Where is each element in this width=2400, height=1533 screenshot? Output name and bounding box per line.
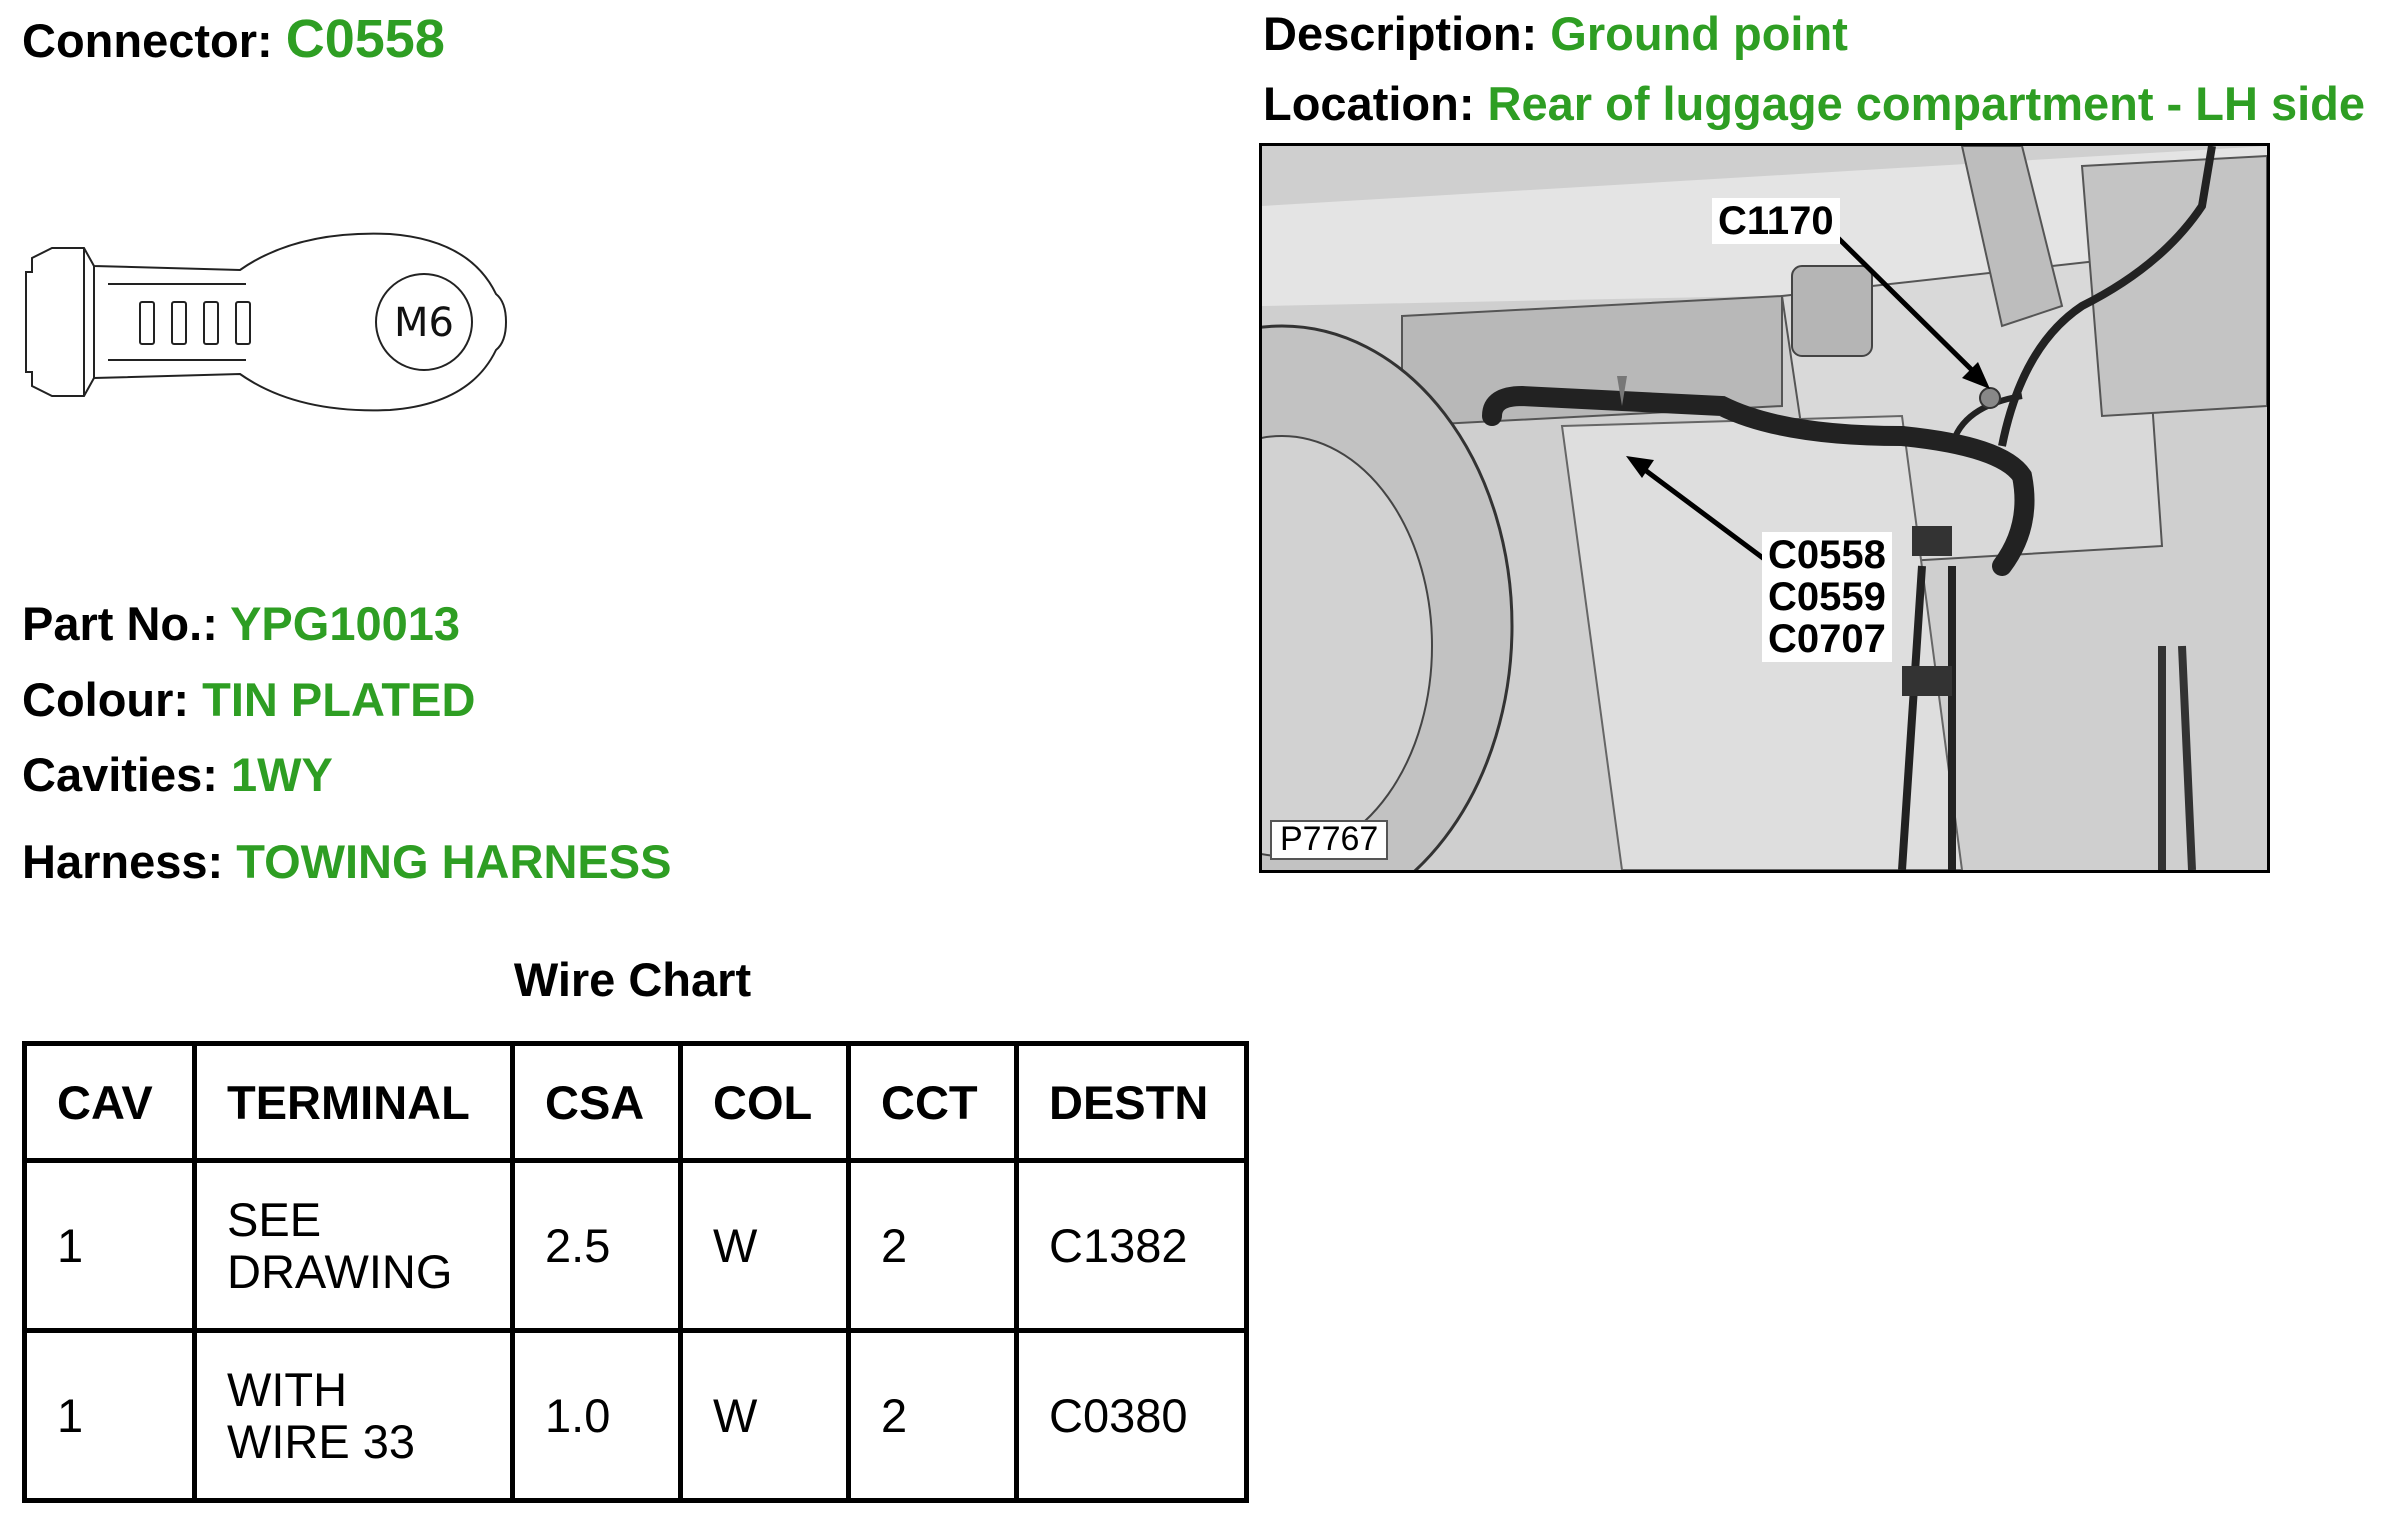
cell-cav: 1	[22, 1328, 197, 1503]
colour-label: Colour:	[22, 673, 190, 726]
cell-col: W	[678, 1328, 851, 1503]
table-row: 1 WITH WIRE 33 1.0 W 2 C0380	[22, 1328, 1249, 1503]
location-label: Location:	[1263, 77, 1475, 130]
table-row: 1 SEE DRAWING 2.5 W 2 C1382	[22, 1158, 1249, 1333]
cell-terminal: WITH WIRE 33	[192, 1328, 515, 1503]
cavities-field: Cavities: 1WY	[22, 751, 333, 798]
colour-field: Colour: TIN PLATED	[22, 676, 475, 723]
cell-destn: C1382	[1014, 1158, 1249, 1333]
cavities-label: Cavities:	[22, 748, 218, 801]
header-csa: CSA	[510, 1041, 683, 1163]
header-col: COL	[678, 1041, 851, 1163]
description-label: Description:	[1263, 7, 1538, 60]
colour-value: TIN PLATED	[202, 673, 476, 726]
harness-label: Harness:	[22, 835, 224, 888]
harness-value: TOWING HARNESS	[236, 835, 672, 888]
location-field: Location: Rear of luggage compartment - …	[1263, 80, 2365, 127]
photo-label-c0558: C0558	[1768, 533, 1886, 577]
part-number-value: YPG10013	[230, 597, 461, 650]
stud-size-text: M6	[394, 300, 454, 346]
cell-csa: 1.0	[510, 1328, 683, 1503]
photo-reference: P7767	[1270, 820, 1389, 860]
photo-label-group: C0558 C0559 C0707	[1762, 532, 1892, 662]
connector-value: C0558	[285, 9, 445, 69]
location-photo: C1170 C0558 C0559 C0707 P7767	[1259, 143, 2270, 873]
part-number-field: Part No.: YPG10013	[22, 600, 460, 647]
cell-csa: 2.5	[510, 1158, 683, 1333]
description-value: Ground point	[1550, 7, 1848, 60]
location-value: Rear of luggage compartment - LH side	[1487, 77, 2366, 130]
cell-col: W	[678, 1158, 851, 1333]
photo-label-c0707: C0707	[1768, 617, 1886, 661]
table-header-row: CAV TERMINAL CSA COL CCT DESTN	[22, 1041, 1249, 1163]
photo-label-c1170: C1170	[1712, 198, 1840, 244]
connector-label: Connector:	[22, 14, 273, 67]
header-terminal: TERMINAL	[192, 1041, 515, 1163]
cell-cct: 2	[846, 1158, 1019, 1333]
harness-field: Harness: TOWING HARNESS	[22, 838, 671, 885]
luggage-compartment-illustration	[1262, 146, 2267, 870]
description-field: Description: Ground point	[1263, 10, 1848, 57]
wire-chart-table: CAV TERMINAL CSA COL CCT DESTN 1 SEE DRA…	[22, 1041, 1249, 1503]
cell-destn: C0380	[1014, 1328, 1249, 1503]
cell-cav: 1	[22, 1158, 197, 1333]
cell-cct: 2	[846, 1328, 1019, 1503]
header-cct: CCT	[846, 1041, 1019, 1163]
wire-chart-title: Wire Chart	[513, 953, 752, 1006]
header-destn: DESTN	[1014, 1041, 1249, 1163]
part-number-label: Part No.:	[22, 597, 218, 650]
ring-terminal-drawing: M6	[25, 232, 508, 412]
photo-label-c0559: C0559	[1768, 575, 1886, 619]
cavities-value: 1WY	[230, 748, 333, 801]
connector-field: Connector: C0558	[22, 12, 445, 66]
cell-terminal: SEE DRAWING	[192, 1158, 515, 1333]
header-cav: CAV	[22, 1041, 197, 1163]
